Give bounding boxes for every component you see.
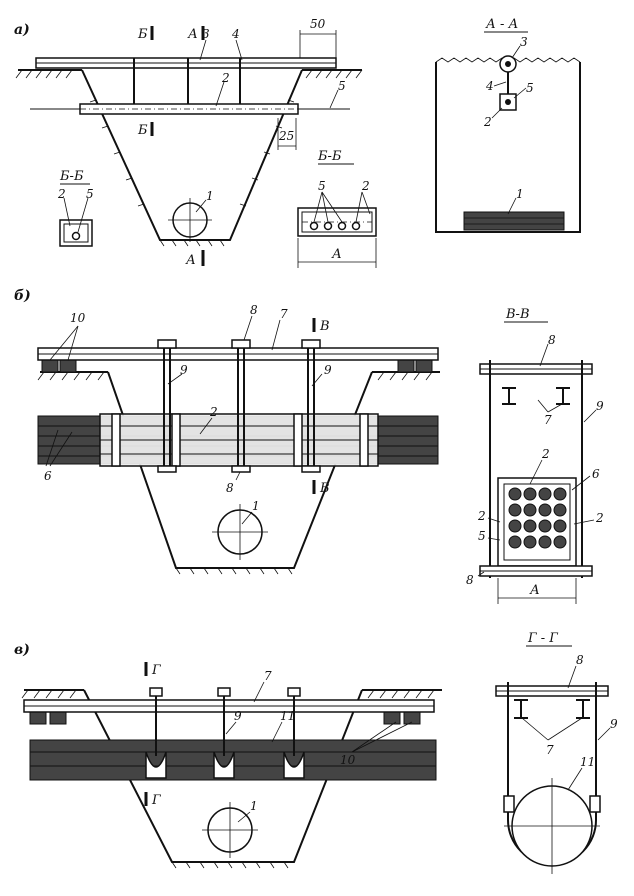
label-8-bottom-b: 8	[226, 481, 234, 495]
label-7-gg: 7	[546, 743, 554, 757]
label-2-right-vv: 2	[595, 511, 604, 525]
dim-a-vv-label: А	[529, 583, 540, 598]
rods-9-b	[163, 340, 315, 472]
panel-b-label: б)	[14, 288, 31, 304]
cut-b-top: Б	[137, 27, 148, 42]
label-11-c: 11	[280, 709, 295, 723]
section-aa-title: А - А	[485, 17, 518, 32]
label-8-top-vv: 8	[548, 333, 556, 347]
label-9-right-b: 9	[324, 363, 332, 377]
cut-a-top: А	[187, 27, 198, 42]
cut-g-top: Г	[151, 663, 161, 678]
panel-b: б)	[14, 288, 440, 575]
label-7-vv: 7	[544, 413, 552, 427]
section-vv-title: В-В	[505, 307, 530, 322]
pipe-1-a	[168, 198, 212, 242]
label-8-top-b: 8	[250, 303, 258, 317]
ground-a	[15, 69, 363, 79]
cut-a-bottom: А	[185, 253, 196, 268]
label-2-bb-large: 2	[361, 179, 370, 193]
label-8-bottom-vv: 8	[466, 573, 474, 587]
cable-box-2	[79, 103, 299, 115]
section-vv: В-В А	[466, 307, 604, 604]
hangers-4	[133, 58, 241, 112]
label-2-b: 2	[209, 405, 218, 419]
cables-bb	[309, 221, 361, 231]
panel-a: а)	[14, 17, 363, 268]
label-7-b: 7	[280, 307, 288, 321]
panel-c: в)	[14, 642, 442, 869]
label-3-aa: 3	[520, 35, 528, 49]
pipe-1-b	[212, 504, 268, 560]
label-10-c: 10	[340, 753, 356, 767]
label-2-bb-small: 2	[57, 187, 66, 201]
label-9-gg: 9	[610, 717, 618, 731]
clamps-8-b	[157, 339, 321, 473]
trench-a	[81, 69, 303, 247]
label-6-b: 6	[44, 469, 52, 483]
label-6-vv: 6	[592, 467, 600, 481]
cut-v-top: В	[319, 319, 330, 334]
section-bb-large-title: Б-Б	[317, 149, 342, 164]
label-5-bb-small: 5	[86, 187, 94, 201]
trench-b	[107, 371, 373, 575]
hangers-9-c	[145, 687, 305, 779]
top-beam-7-c	[23, 699, 435, 713]
section-bb-small: Б-Б 2 5	[57, 169, 94, 247]
panel-c-label: в)	[14, 642, 30, 658]
dimension-25	[277, 118, 297, 150]
section-bb-small-title: Б-Б	[59, 169, 84, 184]
label-1-b: 1	[252, 499, 260, 513]
label-11-gg: 11	[580, 755, 595, 769]
leaders-a	[195, 39, 339, 213]
label-5-aa: 5	[526, 81, 534, 95]
cut-b-bottom: Б	[137, 123, 148, 138]
dim-25-label: 25	[278, 129, 294, 143]
label-2-a: 2	[221, 71, 230, 85]
label-1-a: 1	[206, 189, 214, 203]
label-7-c: 7	[264, 669, 272, 683]
wood-blocks-10	[41, 359, 433, 373]
label-4-aa: 4	[485, 79, 494, 93]
panel-a-label: а)	[14, 22, 30, 38]
label-9-c: 9	[234, 709, 242, 723]
section-bb-large: Б-Б 5 2 А	[297, 149, 377, 268]
ground-c	[21, 689, 442, 699]
top-beam-3	[35, 57, 337, 69]
label-1-aa: 1	[516, 187, 524, 201]
label-2-left-vv: 2	[477, 509, 486, 523]
label-3-a: 3	[202, 27, 210, 41]
label-5-bb-large: 5	[318, 179, 326, 193]
dimension-50	[299, 30, 337, 58]
i-beams-7	[502, 387, 570, 405]
label-5-vv: 5	[478, 529, 486, 543]
label-10-b: 10	[70, 311, 86, 325]
cut-marks-a	[150, 26, 205, 266]
dim-50-label: 50	[310, 17, 326, 31]
label-2-aa: 2	[483, 115, 492, 129]
section-gg: Г - Г 8 7 9 11	[495, 631, 618, 874]
section-aa: А - А 3 4 5 2 1	[435, 17, 581, 233]
section-gg-title: Г - Г	[527, 631, 558, 646]
label-8-gg: 8	[576, 653, 584, 667]
label-4-a: 4	[231, 27, 240, 41]
label-9-vv: 9	[596, 399, 604, 413]
label-9-left-b: 9	[180, 363, 188, 377]
label-2-top-vv: 2	[541, 447, 550, 461]
cut-g-bottom: Г	[151, 793, 161, 808]
cable-grid-6	[508, 487, 567, 549]
leaders-b	[45, 315, 323, 525]
cut-v-bottom: В	[319, 481, 330, 496]
label-5-a: 5	[338, 79, 346, 93]
dim-a-bb-label: А	[331, 247, 342, 262]
label-1-c: 1	[250, 799, 258, 813]
